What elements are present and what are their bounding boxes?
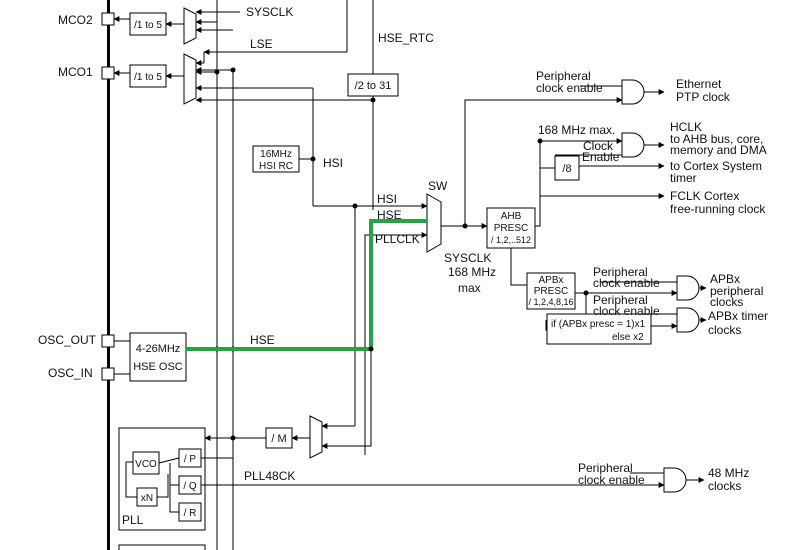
mco2-label: MCO2 (58, 13, 93, 27)
pll48ck-label: PLL48CK (244, 469, 295, 483)
osc-in-pin[interactable] (101, 367, 115, 381)
hclk-label-1: HCLK (670, 120, 702, 134)
xn-label: xN (141, 493, 153, 504)
hse-wire-label: HSE (250, 333, 275, 347)
mhz48-label-1: 48 MHz (708, 466, 749, 480)
apbx-periph-gate (676, 275, 700, 301)
eth-clock-enable-2: clock enable (536, 81, 603, 95)
hse-osc-freq: 4-26MHz (136, 343, 181, 355)
rtc-prescaler-label: /2 to 31 (355, 80, 392, 92)
apbx-periph-label-2: peripheral (710, 284, 763, 298)
eth-ptp-label-2: PTP clock (676, 90, 731, 104)
mhz48-gate (663, 467, 687, 493)
apbx-timer-mult-2: else x2 (612, 332, 644, 343)
hclk-label-2: to AHB bus, core, (670, 132, 763, 146)
pll-label: PLL (122, 513, 144, 527)
div-r-label: / R (184, 508, 197, 519)
mhz48-clock-enable-1: Peripheral (578, 461, 633, 475)
hsi-rc-name: HSI RC (259, 161, 293, 172)
hse-rtc-label: HSE_RTC (378, 31, 434, 45)
eth-gate (621, 79, 645, 105)
eth-ptp-label-1: Ethernet (676, 77, 722, 91)
bottom-partial-block (118, 544, 206, 550)
cortex-timer-2: timer (670, 171, 697, 185)
cortex-timer-1: to Cortex System (670, 159, 762, 173)
clock-enable-2: Enable (582, 150, 620, 164)
osc-in-label: OSC_IN (48, 366, 93, 380)
vco-label: VCO (135, 459, 157, 470)
div-m-label: / M (271, 433, 286, 445)
div-p-label: / P (184, 454, 197, 465)
sysclk-out-max: max (458, 281, 481, 295)
ahb-prescaler (486, 207, 536, 249)
apb-timer-clock-enable-2: clock enable (593, 304, 660, 318)
mhz48-clock-enable-2: clock enable (578, 473, 645, 487)
chip-boundary (107, 0, 110, 550)
apbx-periph-label-1: APBx (710, 272, 740, 286)
apbx-timer-gate (676, 307, 700, 333)
clock-enable-1: Clock (583, 139, 614, 153)
osc-out-pin[interactable] (101, 334, 115, 348)
sw-mux (426, 193, 442, 253)
rtc-prescaler (347, 73, 399, 97)
div8-label: /8 (562, 163, 571, 175)
apbx-timer-label-1: APBx timer (708, 309, 768, 323)
div-q-label: / Q (183, 481, 197, 492)
apbx-periph-label-3: clocks (710, 295, 743, 309)
apb-timer-clock-enable-1: Peripheral (593, 293, 648, 307)
apb-clock-enable-2: clock enable (593, 276, 660, 290)
lse-label: LSE (250, 37, 273, 51)
fclk-label-1: FCLK Cortex (670, 189, 739, 203)
osc-out-label: OSC_OUT (38, 333, 97, 347)
sysclk-out-freq: 168 MHz (448, 265, 496, 279)
hclk-max-label: 168 MHz max. (538, 123, 615, 137)
mhz48-label-2: clocks (708, 479, 741, 493)
apbx-prescaler (526, 272, 576, 310)
hsi-wire-label: HSI (323, 156, 343, 170)
apbx-prescaler-range: / 1,2,4,8,16 (528, 297, 573, 307)
sw-hse-label: HSE (377, 208, 402, 222)
hclk-gate (621, 132, 645, 158)
pll-src-mux (309, 415, 323, 459)
mco1-pin[interactable] (101, 66, 115, 80)
hse-path-highlight (186, 219, 427, 351)
sysclk-out-label: SYSCLK (444, 251, 491, 265)
ahb-prescaler-range: / 1,2,..512 (491, 235, 531, 245)
sw-hsi-label: HSI (377, 192, 397, 206)
mco2-prescaler-label: /1 to 5 (134, 20, 162, 31)
hse-osc-block (129, 332, 187, 382)
sysclk-top-label: SYSCLK (246, 5, 293, 19)
mco1-prescaler-label: /1 to 5 (134, 72, 162, 83)
hsi-rc-freq: 16MHz (260, 149, 292, 160)
apbx-timer-label-2: clocks (708, 323, 741, 337)
ahb-prescaler-sub: PRESC (494, 223, 528, 234)
mco2-pin[interactable] (101, 12, 115, 26)
apbx-timer-mult (546, 313, 652, 345)
ahb-prescaler-name: AHB (501, 211, 522, 222)
hse-osc-name: HSE OSC (133, 361, 183, 373)
apb-clock-enable-1: Peripheral (593, 265, 648, 279)
apbx-timer-mult-1: if (APBx presc = 1)x1 (551, 319, 646, 330)
sw-label: SW (428, 179, 448, 193)
apbx-prescaler-name: APBx (538, 275, 563, 286)
mco1-mux (183, 53, 197, 105)
fclk-label-2: free-running clock (670, 202, 766, 216)
mco1-label: MCO1 (58, 65, 93, 79)
eth-clock-enable-1: Peripheral (536, 69, 591, 83)
apbx-prescaler-sub: PRESC (534, 286, 568, 297)
hclk-label-3: memory and DMA (670, 143, 767, 157)
sw-pllclk-label: PLLCLK (375, 232, 420, 246)
mco2-mux (183, 7, 197, 45)
